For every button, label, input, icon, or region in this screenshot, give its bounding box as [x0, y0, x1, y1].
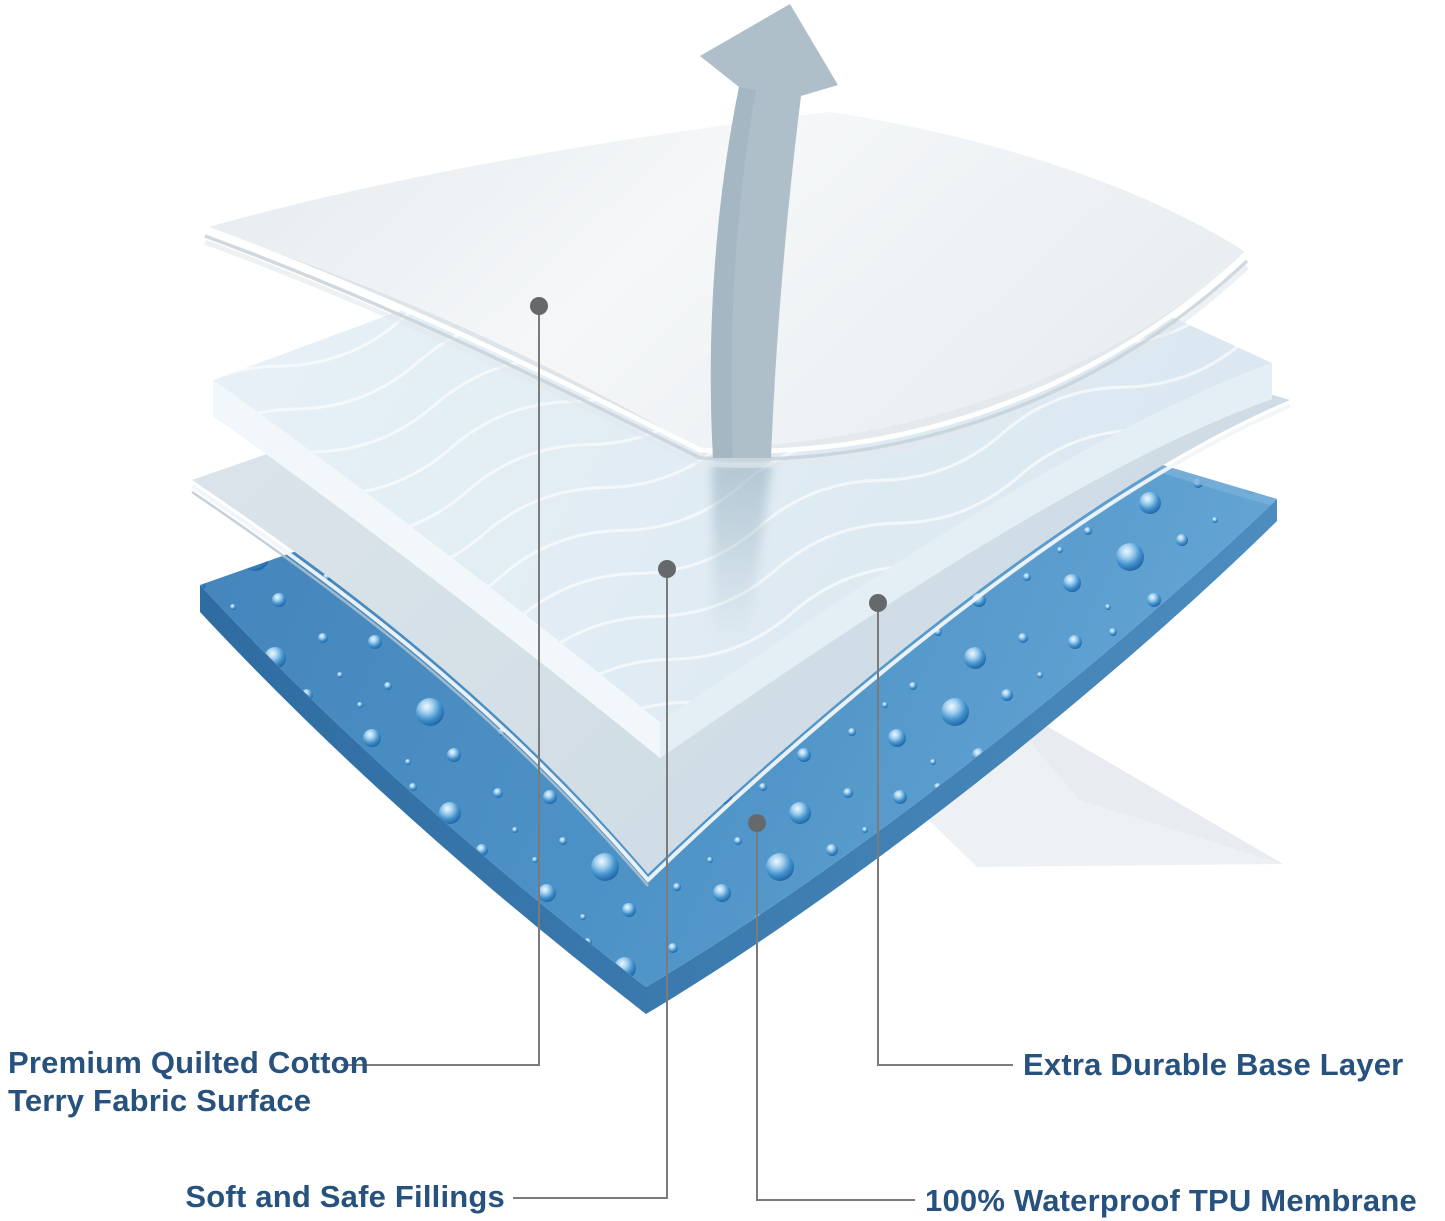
- anchor-dot-base: [869, 594, 887, 612]
- leader-line-tpu: [756, 823, 915, 1201]
- label-base-layer: Extra Durable Base Layer: [1023, 1047, 1404, 1082]
- fillings-thickness-shade: [660, 363, 1272, 758]
- anchor-dot-fillings: [658, 560, 676, 578]
- label-terry-fabric: Premium Quilted Cotton Terry Fabric Surf…: [8, 1044, 369, 1120]
- label-fillings: Soft and Safe Fillings: [185, 1179, 505, 1214]
- breathability-arrow-shade: [710, 87, 756, 458]
- top-fabric-underside-right: [700, 253, 1247, 452]
- anchor-dot-terry: [530, 297, 548, 315]
- top-fabric-edge-shadow: [204, 234, 1249, 462]
- label-terry-line2: Terry Fabric Surface: [8, 1082, 312, 1118]
- label-terry-line1: Premium Quilted Cotton: [8, 1045, 369, 1080]
- callout-anchor-dots: [530, 297, 887, 832]
- leader-line-fillings: [513, 569, 668, 1199]
- anchor-dot-tpu: [748, 814, 766, 832]
- label-tpu-membrane: 100% Waterproof TPU Membrane: [925, 1183, 1417, 1218]
- top-fabric-edge-highlight: [204, 225, 1249, 454]
- callout-leaders: [341, 306, 1013, 1201]
- base-layer-thickness-shadow: [191, 490, 649, 887]
- top-fabric-edge-shadow-soft: [204, 239, 1249, 468]
- arrow-tail-shadow: [712, 462, 772, 640]
- leader-line-base: [877, 603, 1013, 1066]
- folded-corner-shade: [985, 690, 1283, 864]
- base-layer-front-edge: [190, 404, 1291, 883]
- leader-line-terry: [341, 306, 540, 1066]
